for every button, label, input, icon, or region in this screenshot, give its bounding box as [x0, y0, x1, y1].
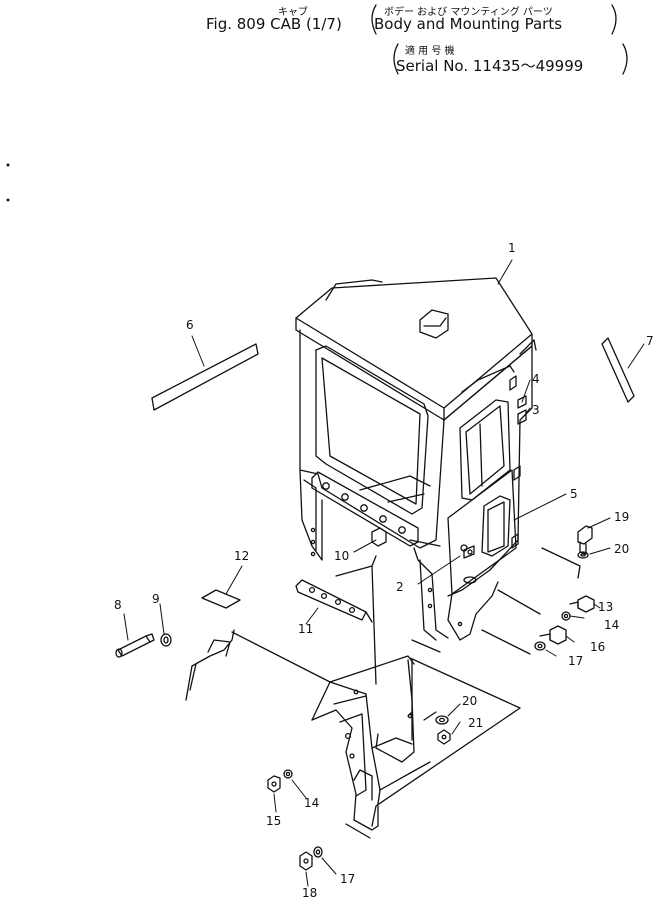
callout-c20b: 20 — [462, 694, 478, 708]
fig-title-ruby: キャブ — [278, 7, 308, 18]
guide-line — [541, 547, 581, 579]
arm-hole — [407, 713, 413, 719]
pillar-hole — [310, 539, 316, 545]
dash-hole — [379, 515, 387, 523]
guide-line — [371, 565, 377, 685]
cab-assembly — [295, 277, 537, 641]
callout-c11: 11 — [298, 622, 314, 636]
pillar-hole — [310, 527, 316, 533]
desc-bracket-left — [371, 4, 377, 35]
callout-c20a: 20 — [614, 542, 630, 556]
dash-hole — [398, 526, 406, 534]
mounting-bracket — [185, 629, 521, 839]
part-9-collar — [160, 633, 172, 647]
part-2-bolt — [460, 544, 473, 555]
part-20-washer-lower — [435, 715, 449, 725]
skirt-hole — [457, 621, 463, 627]
callout-c8: 8 — [114, 598, 122, 612]
serial-ruby: 適 用 号 機 — [405, 46, 455, 57]
plate-hole — [348, 606, 356, 614]
callout-c14a: 14 — [604, 618, 620, 632]
part-7-strip — [601, 337, 635, 403]
callout-c16: 16 — [590, 640, 606, 654]
pillar-hole — [427, 587, 433, 593]
plate-hole — [308, 586, 316, 594]
upright-hole — [344, 732, 352, 740]
part-6-strip — [151, 343, 259, 411]
serial-bracket-left — [393, 43, 399, 75]
pillar-hole — [427, 603, 433, 609]
part-20-washer-upper — [577, 551, 589, 559]
plate-hole — [334, 598, 342, 606]
callout-c5: 5 — [570, 487, 578, 501]
part-17-washer-right — [534, 641, 546, 651]
callout-c4: 4 — [532, 372, 540, 386]
part-18-nut — [299, 851, 313, 871]
part-13-bolt — [569, 595, 595, 613]
part-10-pin — [371, 527, 387, 547]
dash-hole — [341, 493, 349, 501]
upright-hole — [353, 689, 359, 695]
callout-c6: 6 — [186, 318, 194, 332]
serial-bracket-right — [622, 43, 628, 75]
part-16-bolt — [539, 625, 567, 645]
callout-c3: 3 — [532, 403, 540, 417]
desc-bracket-right — [611, 4, 617, 35]
callout-c19: 19 — [614, 510, 630, 524]
callout-c2: 2 — [396, 580, 404, 594]
part-12-plate — [201, 589, 241, 609]
part-8-pin — [115, 633, 155, 658]
callout-c15: 15 — [266, 814, 282, 828]
part-14-washer-right — [561, 611, 571, 621]
plate-hole — [320, 592, 328, 600]
callout-c18: 18 — [302, 886, 318, 900]
pillar-hole — [310, 551, 316, 557]
callout-c17a: 17 — [568, 654, 584, 668]
guide-line — [411, 639, 441, 653]
part-11-plate — [295, 579, 367, 621]
callout-c10: 10 — [334, 549, 350, 563]
upright-hole — [349, 753, 355, 759]
part-15-nut — [267, 775, 281, 793]
stray-dot — [6, 163, 10, 167]
part-19-bolt — [577, 525, 593, 555]
callout-c9: 9 — [152, 592, 160, 606]
callout-c17b: 17 — [340, 872, 356, 886]
callout-c21: 21 — [468, 716, 484, 730]
guide-line — [481, 629, 531, 655]
stray-dot — [6, 198, 10, 202]
part-21-nut — [437, 729, 451, 745]
leader-lines — [123, 259, 645, 887]
desc-ruby: ボデー および マウンティング パーツ — [384, 7, 553, 18]
part-17-washer-lower — [313, 846, 323, 858]
desc-title: Body and Mounting Parts — [374, 15, 563, 33]
fig-title: Fig. 809 CAB (1/7) — [206, 15, 342, 33]
dash-hole — [360, 504, 368, 512]
callout-c13: 13 — [598, 600, 614, 614]
guide-line — [365, 611, 373, 623]
callout-c12: 12 — [234, 549, 250, 563]
serial-title: Serial No. 11435～49999 — [396, 57, 584, 75]
callout-c1: 1 — [508, 241, 516, 255]
callout-c7: 7 — [646, 334, 654, 348]
part-14-washer-left — [283, 769, 293, 779]
dash-hole — [322, 482, 330, 490]
guide-line — [497, 589, 541, 615]
callout-c14b: 14 — [304, 796, 320, 810]
